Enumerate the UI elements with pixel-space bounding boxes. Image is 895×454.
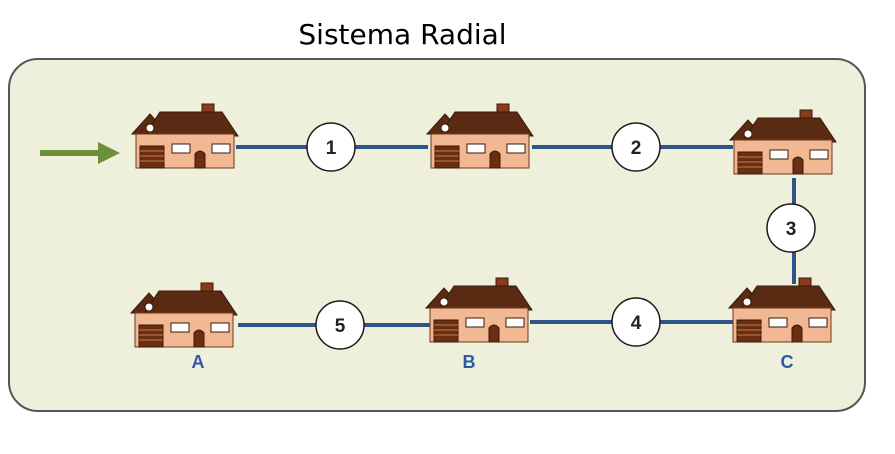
- diagram-title: Sistema Radial: [298, 18, 507, 51]
- node-label: 5: [335, 316, 346, 337]
- house-icon: [131, 103, 239, 169]
- house-icon: [728, 277, 836, 343]
- node-label: 2: [631, 138, 642, 159]
- node-1: 1: [306, 122, 356, 172]
- house-label-a: A: [192, 352, 205, 372]
- arrow-right-icon: [40, 142, 120, 164]
- house-label-b: B: [463, 352, 476, 372]
- house-label-c: C: [781, 352, 794, 372]
- node-label: 3: [786, 219, 797, 240]
- house-icon: [130, 282, 238, 348]
- node-4: 4: [611, 297, 661, 347]
- node-label: 4: [631, 313, 642, 334]
- house-icon: [425, 277, 533, 343]
- node-2: 2: [611, 122, 661, 172]
- house-icon: [729, 109, 837, 175]
- node-5: 5: [315, 300, 365, 350]
- node-label: 1: [326, 138, 337, 159]
- node-3: 3: [766, 203, 816, 253]
- house-icon: [426, 103, 534, 169]
